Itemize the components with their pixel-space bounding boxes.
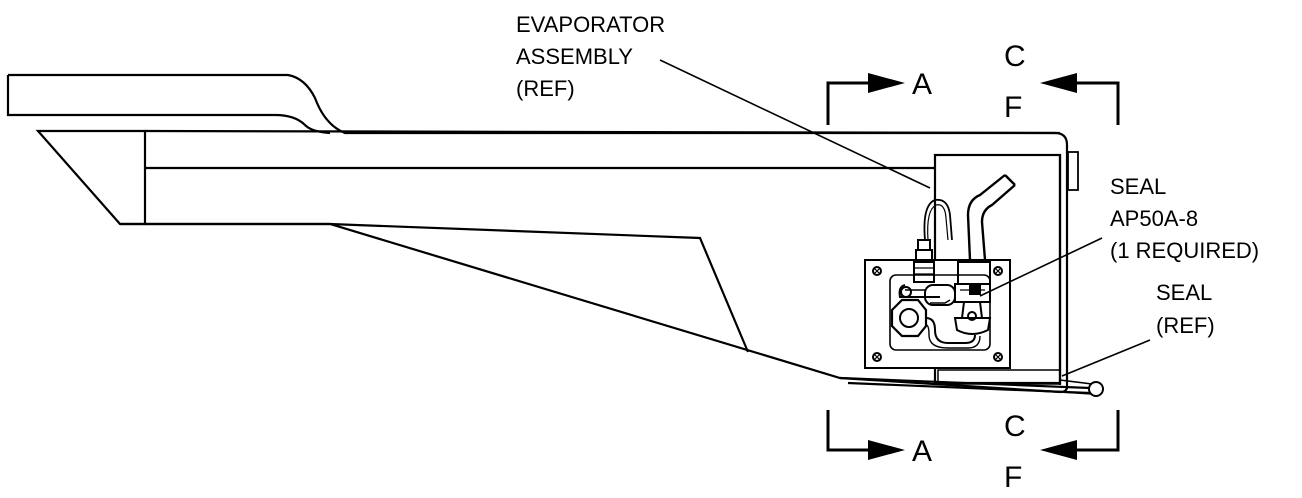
leader-lines bbox=[659, 59, 1151, 377]
section-f-bottom-label: F bbox=[1004, 461, 1022, 493]
seal-ref-callout-line1: SEAL bbox=[1156, 280, 1212, 305]
section-cf-top-arrow-icon bbox=[1040, 73, 1077, 93]
seal-part-leader bbox=[979, 237, 1103, 297]
seal-part-callout-line1: SEAL bbox=[1110, 174, 1166, 199]
evaporator-callout-line2: ASSEMBLY bbox=[516, 44, 633, 69]
seal-ref-callout-line2: (REF) bbox=[1156, 313, 1215, 338]
section-a-top-label: A bbox=[912, 68, 932, 101]
section-a-bottom-arrow-icon bbox=[868, 440, 905, 460]
section-a-bottom-label: A bbox=[912, 435, 932, 468]
seal-part-callout-line3: (1 REQUIRED) bbox=[1110, 238, 1259, 263]
seal-ref-leader bbox=[1061, 339, 1151, 377]
expansion-valve bbox=[890, 174, 1016, 349]
evaporator-callout-line1: EVAPORATOR bbox=[516, 12, 665, 37]
evaporator-callout-line3: (REF) bbox=[516, 76, 575, 101]
evaporator-leader bbox=[659, 59, 931, 189]
section-cf-top-bracket bbox=[1075, 81, 1120, 125]
section-c-top-label: C bbox=[1004, 40, 1026, 73]
section-cf-bottom-arrow-icon bbox=[1040, 440, 1077, 460]
section-a-top-arrow-icon bbox=[868, 73, 905, 93]
section-a-top-bracket bbox=[826, 81, 870, 125]
section-f-top-label: F bbox=[1004, 91, 1022, 124]
section-c-bottom-label: C bbox=[1004, 410, 1026, 443]
section-markers bbox=[826, 81, 1120, 452]
housing-body bbox=[6, 73, 1091, 395]
section-cf-bottom-bracket bbox=[1075, 410, 1120, 452]
valve-mounting-plate bbox=[864, 259, 1011, 369]
seal-part-callout-line2: AP50A-8 bbox=[1110, 206, 1198, 231]
section-arrowheads bbox=[868, 73, 1077, 460]
section-a-bottom-bracket bbox=[826, 410, 870, 452]
